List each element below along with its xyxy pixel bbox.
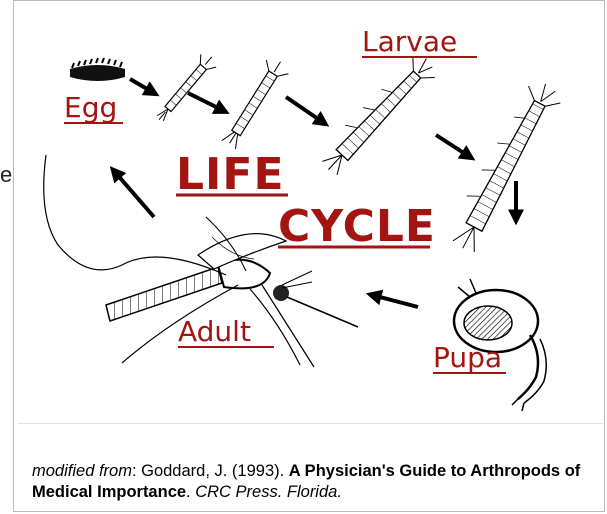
larva-illustration-3 bbox=[315, 49, 440, 180]
arrow-pupa-to-adult bbox=[372, 295, 418, 307]
label-egg: Egg bbox=[64, 91, 117, 124]
label-pupa: Pupa bbox=[433, 341, 502, 374]
label-adult: Adult bbox=[178, 315, 251, 348]
arrow-larva-1-to-2 bbox=[188, 93, 224, 111]
arrow-larva-2-to-3 bbox=[286, 97, 324, 123]
larva-illustration-2 bbox=[218, 55, 292, 152]
egg-raft-illustration bbox=[70, 58, 125, 81]
label-cycle: CYCLE bbox=[278, 201, 436, 252]
caption-colon: : bbox=[132, 462, 141, 480]
arrow-egg-to-larva bbox=[130, 79, 154, 93]
caption-prefix: modified from bbox=[32, 462, 132, 480]
caption-period: . bbox=[186, 483, 195, 501]
arrow-adult-to-egg bbox=[114, 171, 154, 217]
cycle-arrows bbox=[114, 79, 516, 307]
caption-publisher: CRC Press. Florida. bbox=[195, 483, 342, 501]
label-larvae: Larvae bbox=[362, 25, 457, 58]
left-margin: e bbox=[0, 0, 13, 514]
larva-illustration-4 bbox=[444, 76, 565, 257]
arrow-larva-3-to-4 bbox=[436, 135, 470, 157]
caption-authors: Goddard, J. (1993). bbox=[141, 462, 289, 480]
larva-illustration-1 bbox=[151, 50, 219, 126]
label-life: LIFE bbox=[176, 149, 285, 200]
cropped-text-fragment: e bbox=[0, 162, 12, 188]
figure-caption: modified from: Goddard, J. (1993). A Phy… bbox=[32, 461, 592, 503]
life-cycle-diagram: Egg Larvae LIFE CYCLE Pupa Adult bbox=[18, 5, 603, 423]
caption-divider bbox=[18, 423, 603, 424]
